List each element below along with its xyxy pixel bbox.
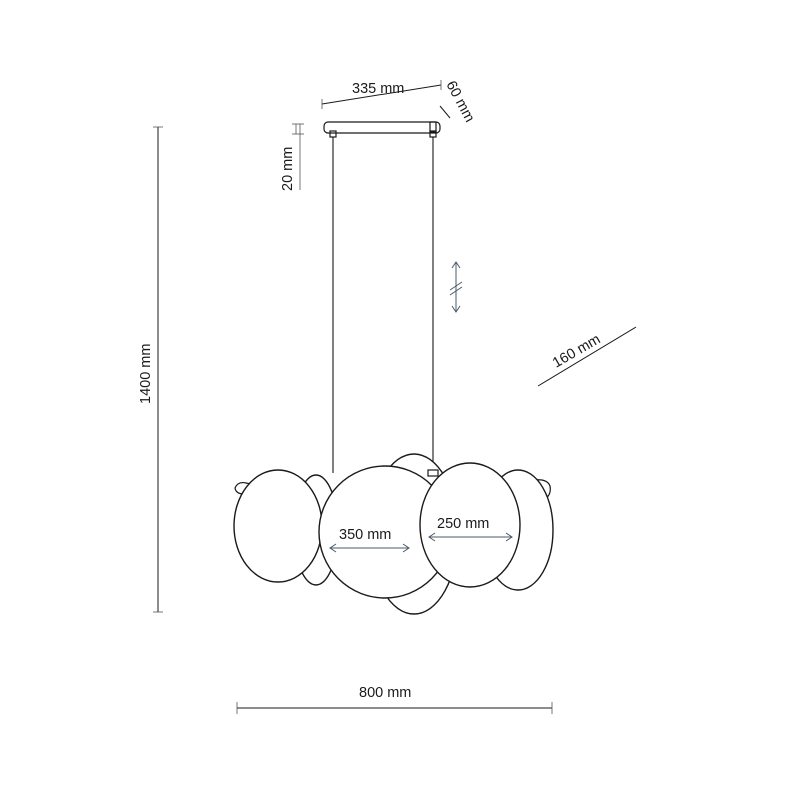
depth-dimension: 160 mm: [537, 326, 637, 387]
small-globe-label: 250 mm: [437, 516, 489, 532]
canopy-height-label: 20 mm: [280, 147, 296, 191]
lamp-body: [233, 453, 554, 615]
front-left-globe: [233, 469, 323, 583]
total-height-dimension: 1400 mm: [138, 126, 163, 613]
front-right-globe: [419, 462, 521, 588]
canopy-length-label: 335 mm: [352, 81, 404, 97]
cable-connector-right: [427, 469, 439, 477]
large-globe-dimension: 350 mm: [329, 527, 410, 553]
small-globe-dimension: 250 mm: [428, 516, 513, 542]
ceiling-canopy: [323, 121, 441, 138]
total-width-dimension: 800 mm: [236, 685, 553, 714]
canopy-length-dimension: 335 mm: [321, 80, 442, 109]
total-width-label: 800 mm: [359, 685, 411, 701]
canopy-width-label: 60 mm: [442, 78, 477, 125]
total-height-label: 1400 mm: [138, 344, 154, 404]
canopy-height-dimension: 20 mm: [280, 123, 304, 191]
canopy-width-dimension: 60 mm: [439, 78, 477, 125]
suspension-cables: [332, 137, 434, 473]
large-globe-label: 350 mm: [339, 527, 391, 543]
adjustable-length-arrows: [449, 261, 463, 313]
